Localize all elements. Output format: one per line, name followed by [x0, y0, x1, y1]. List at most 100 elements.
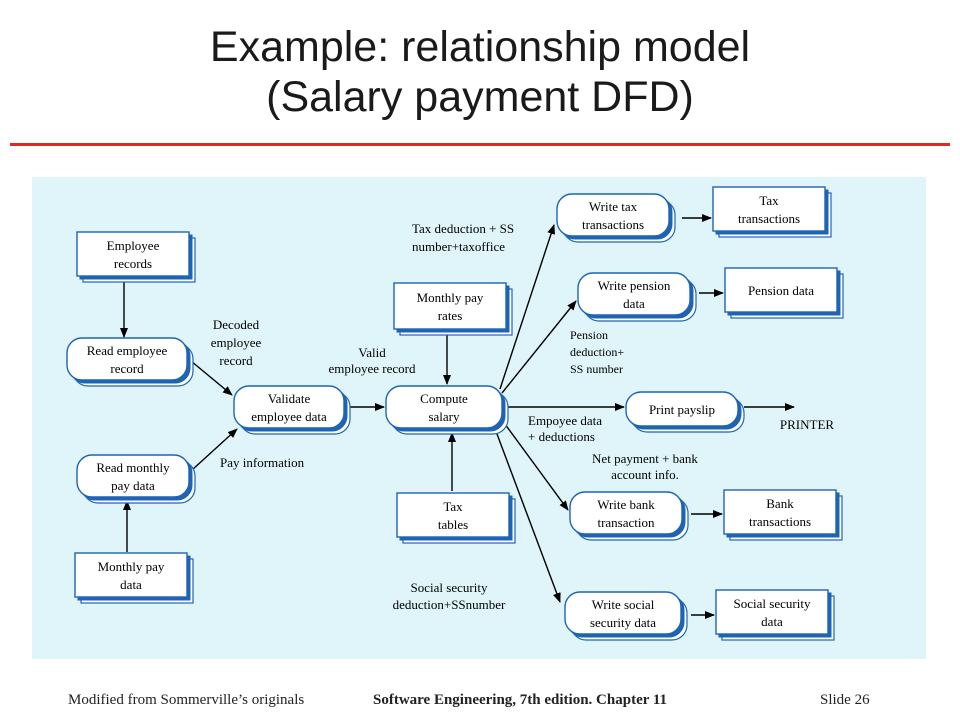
node-label: Validate [268, 391, 311, 406]
print-payslip-process: Print payslip [625, 391, 745, 433]
flow-label-line: deduction+SSnumber [393, 597, 506, 612]
flow-label-line: Pay information [220, 455, 305, 470]
edge-compute-to-writetax [499, 224, 555, 390]
node-label: data [623, 296, 645, 311]
edge-readmonthly-to-validate [191, 428, 238, 471]
edge-compute-to-pension [501, 300, 577, 394]
node-box [393, 282, 507, 330]
node-label: Tax [443, 499, 463, 514]
node-box [712, 186, 826, 232]
node-label: employee data [251, 409, 327, 424]
node-box [76, 454, 190, 498]
node-box [76, 231, 190, 277]
node-label: salary [428, 409, 460, 424]
node-label: Tax [759, 193, 779, 208]
node-label: records [114, 256, 152, 271]
flow-label-line: Net payment + bank [592, 451, 698, 466]
pay-information-flow-label: Pay information [220, 455, 305, 470]
flow-label-line: Social security [411, 580, 488, 595]
title-line-1: Example: relationship model [209, 23, 751, 71]
node-label: rates [438, 308, 463, 323]
node-label: Bank [766, 496, 794, 511]
node-label: data [120, 577, 142, 592]
node-label: record [110, 361, 144, 376]
node-box [724, 267, 838, 313]
edge-read-to-validate [190, 360, 233, 396]
node-label: Monthly pay [98, 559, 165, 574]
bank-transactions-store: Bank transactions [723, 489, 843, 541]
node-label: Employee [107, 238, 160, 253]
flow-label-line: + deductions [528, 429, 595, 444]
node-label: Pension data [748, 283, 814, 298]
flow-label-line: employee [211, 335, 262, 350]
read-monthly-pay-data-process: Read monthly pay data [76, 454, 196, 504]
write-tax-transactions-process: Write tax transactions [556, 193, 676, 243]
node-label: security data [590, 615, 656, 630]
node-box [66, 337, 188, 381]
validate-employee-data-process: Validate employee data [233, 385, 351, 435]
edge-compute-to-social [493, 425, 561, 603]
node-box [564, 591, 682, 635]
flow-label-line: deduction+ [570, 345, 624, 359]
node-box [569, 491, 683, 535]
social-security-data-store: Social security data [715, 589, 835, 641]
node-label: data [761, 614, 783, 629]
flow-label-line: Valid [358, 345, 386, 360]
social-security-deduction-flow-label: Social security deduction+SSnumber [393, 580, 506, 612]
node-box [625, 391, 739, 427]
node-label: Read monthly [96, 460, 170, 475]
monthly-pay-data-store-store: Monthly pay data [74, 552, 194, 604]
node-label: transactions [582, 217, 644, 232]
employee-data-deductions-flow-label: Empoyee data+ deductions [528, 413, 602, 444]
decoded-employee-record-flow-label: Decoded employee record [211, 317, 262, 368]
pension-data-store: Pension data [724, 267, 844, 319]
footer-attribution: Modified from Sommerville’s originals [68, 692, 305, 708]
write-social-security-data-process: Write social security data [564, 591, 688, 641]
tax-transactions-store: Tax transactions [712, 186, 832, 238]
node-box [715, 589, 829, 635]
slide-title: Example: relationship model (Salary paym… [0, 22, 960, 122]
node-label: Social security [734, 596, 811, 611]
employee-records-store: Employee records [76, 231, 196, 283]
node-label: Print payslip [649, 402, 715, 417]
node-box [74, 552, 188, 598]
node-label: transaction [597, 515, 655, 530]
flow-label-line: record [219, 353, 253, 368]
flow-label-line: Empoyee data [528, 413, 602, 428]
node-box [233, 385, 345, 429]
monthly-pay-rates-store: Monthly pay rates [393, 282, 513, 336]
tax-tables-store: Tax tables [396, 492, 516, 544]
flow-label-line: employee record [329, 361, 416, 376]
node-label: pay data [111, 478, 155, 493]
node-label: transactions [749, 514, 811, 529]
node-box [396, 492, 510, 538]
node-label: Read employee [87, 343, 168, 358]
flow-arrows [120, 214, 795, 619]
read-employee-record-process: Read employee record [66, 337, 194, 387]
flow-label-line: Decoded [213, 317, 260, 332]
node-label: Compute [420, 391, 468, 406]
title-divider [10, 143, 950, 146]
write-bank-transaction-process: Write bank transaction [569, 491, 689, 541]
compute-salary-process: Compute salary [385, 385, 509, 435]
node-label: Write bank [597, 497, 655, 512]
flow-label-line: SS number [570, 362, 623, 376]
footer-slide-number: Slide 26 [820, 692, 870, 708]
flow-label-line: Pension [570, 328, 608, 342]
flow-label-line: Tax deduction + SS [412, 221, 514, 236]
flow-label-line: PRINTER [780, 417, 835, 432]
node-label: Write tax [589, 199, 638, 214]
footer-book-title: Software Engineering, 7th edition. Chapt… [373, 692, 668, 708]
tax-deduction-ss-flow-label: Tax deduction + SSnumber+taxoffice [412, 221, 514, 254]
node-label: tables [438, 517, 468, 532]
node-label: Write social [592, 597, 655, 612]
node-label: Monthly pay [417, 290, 484, 305]
edge-compute-to-bank [501, 419, 569, 511]
node-box [723, 489, 837, 535]
node-label: transactions [738, 211, 800, 226]
